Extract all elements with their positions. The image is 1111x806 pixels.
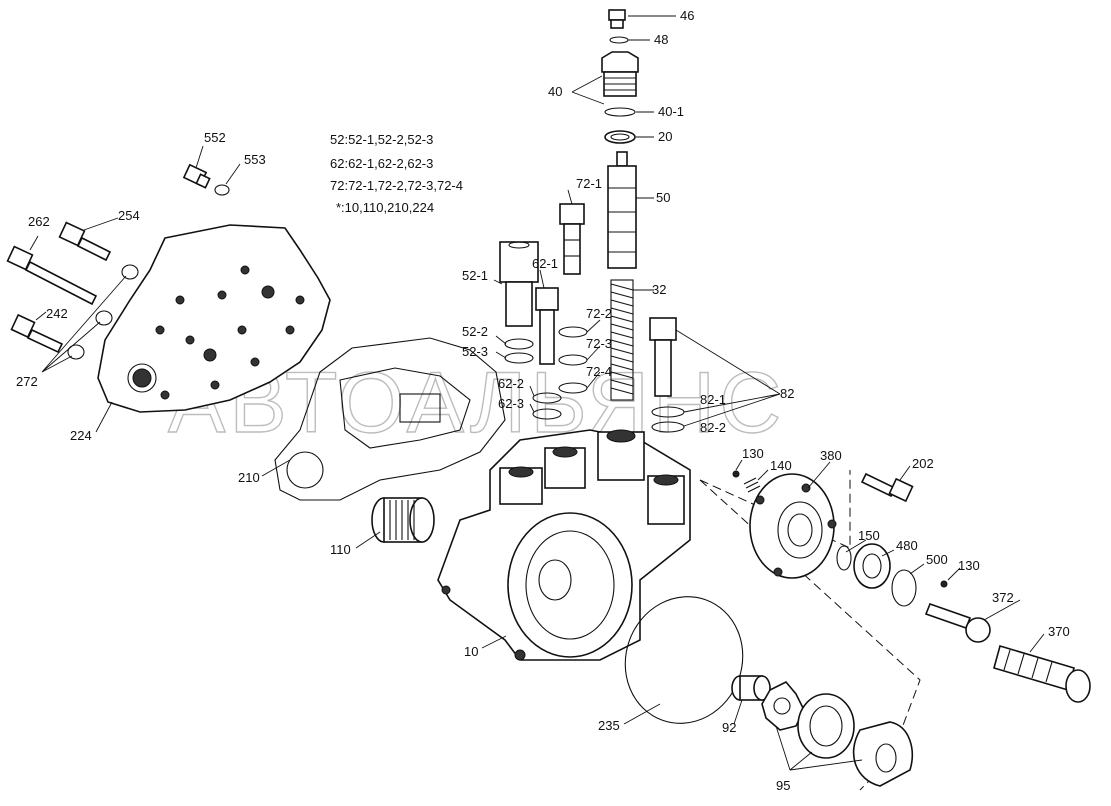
cover-plate-224 <box>97 224 331 413</box>
fitting-552 <box>182 163 211 189</box>
label-52-3: 52-3 <box>462 344 488 359</box>
label-140: 140 <box>770 458 792 473</box>
label-150: 150 <box>858 528 880 543</box>
valve-72-1 <box>559 203 585 275</box>
label-40: 40 <box>548 84 562 99</box>
gasket-210 <box>274 337 506 501</box>
note-72: 72:72-1,72-2,72-3,72-4 <box>330 178 463 193</box>
label-10: 10 <box>464 644 478 659</box>
note-62: 62:62-1,62-2,62-3 <box>330 156 433 171</box>
washer-272-a <box>121 264 139 280</box>
valve-52-1 <box>499 241 539 327</box>
drive-shaft-370 <box>993 644 1091 703</box>
label-52-1: 52-1 <box>462 268 488 283</box>
label-224: 224 <box>70 428 92 443</box>
label-262: 262 <box>28 214 50 229</box>
valve-62-1 <box>535 287 559 365</box>
snap-ring-150 <box>836 545 852 571</box>
washer-272-b <box>95 310 113 326</box>
o-ring-72-2 <box>558 326 588 338</box>
label-130-a: 130 <box>742 446 764 461</box>
label-552: 552 <box>204 130 226 145</box>
ball-130-a <box>732 470 740 478</box>
label-72-3: 72-3 <box>586 336 612 351</box>
spring-32 <box>610 279 634 401</box>
label-272: 272 <box>16 374 38 389</box>
assembly-outline <box>699 470 921 791</box>
label-110: 110 <box>330 542 351 557</box>
o-ring-62-3 <box>532 408 562 420</box>
needle-bearing-92 <box>731 675 771 701</box>
label-62-3: 62-3 <box>498 396 524 411</box>
o-ring-52-2 <box>504 338 534 350</box>
label-52-2: 52-2 <box>462 324 488 339</box>
label-553: 553 <box>244 152 266 167</box>
washer-272-c <box>67 344 85 360</box>
label-500: 500 <box>926 552 948 567</box>
plug-46 <box>608 9 626 29</box>
cover-380 <box>749 473 837 579</box>
label-82-2: 82-2 <box>700 420 726 435</box>
note-52: 52:52-1,52-2,52-3 <box>330 132 433 147</box>
label-130-b: 130 <box>958 558 980 573</box>
label-82: 82 <box>780 386 794 401</box>
label-372: 372 <box>992 590 1014 605</box>
o-ring-40-1 <box>604 107 636 117</box>
label-242: 242 <box>46 306 68 321</box>
ring-500 <box>891 569 917 607</box>
label-72-1: 72-1 <box>576 176 602 191</box>
housing-10 <box>437 429 691 661</box>
valve-82 <box>649 317 677 397</box>
label-380: 380 <box>820 448 842 463</box>
ball-130-b <box>940 580 948 588</box>
ball-bearing-480 <box>853 543 891 589</box>
bolt-262 <box>6 245 98 306</box>
needle-bearing-110 <box>371 497 435 543</box>
label-210: 210 <box>238 470 260 485</box>
o-ring-52-3 <box>504 352 534 364</box>
bolt-242 <box>10 313 64 354</box>
spring-140 <box>743 477 761 493</box>
o-ring-62-2 <box>532 392 562 404</box>
o-ring-82-2 <box>651 421 685 433</box>
label-32: 32 <box>652 282 666 297</box>
label-50: 50 <box>656 190 670 205</box>
washer-20 <box>604 130 636 144</box>
label-92: 92 <box>722 720 736 735</box>
gerotor-95 <box>761 681 913 787</box>
label-62-1: 62-1 <box>532 256 558 271</box>
label-202: 202 <box>912 456 934 471</box>
shaft-372 <box>924 602 991 643</box>
label-72-4: 72-4 <box>586 364 612 379</box>
seal-553 <box>214 184 230 196</box>
label-40-1: 40-1 <box>658 104 684 119</box>
o-ring-48 <box>609 36 629 44</box>
label-235: 235 <box>598 718 620 733</box>
label-480: 480 <box>896 538 918 553</box>
label-48: 48 <box>654 32 668 47</box>
label-82-1: 82-1 <box>700 392 726 407</box>
label-254: 254 <box>118 208 140 223</box>
spool-50 <box>607 151 637 269</box>
valve-cap-40 <box>601 51 639 97</box>
label-370: 370 <box>1048 624 1070 639</box>
label-95: 95 <box>776 778 790 793</box>
label-46: 46 <box>680 8 694 23</box>
bolt-202 <box>860 472 914 503</box>
bolt-254 <box>58 221 112 262</box>
note-star: *:10,110,210,224 <box>336 200 434 215</box>
label-72-2: 72-2 <box>586 306 612 321</box>
label-20: 20 <box>658 129 672 144</box>
label-62-2: 62-2 <box>498 376 524 391</box>
